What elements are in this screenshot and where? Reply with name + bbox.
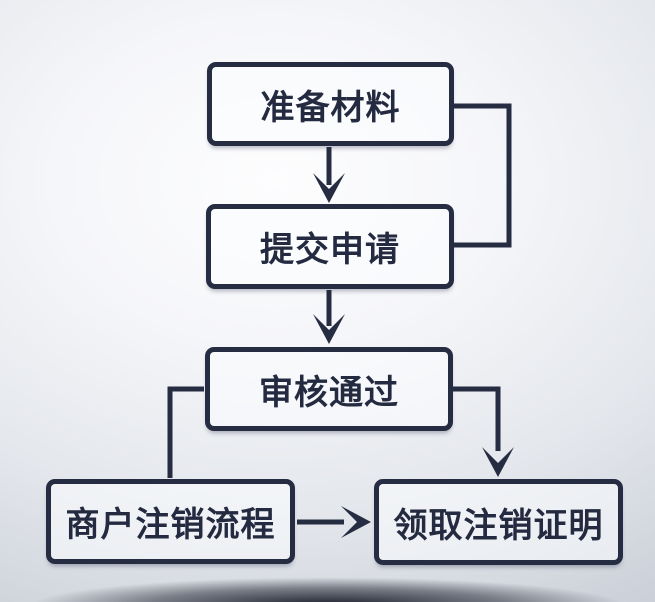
node-prepare-materials-label: 准备材料 xyxy=(260,88,401,127)
node-review-approved-label: 审核通过 xyxy=(259,373,399,412)
node-submit-application-label: 提交申请 xyxy=(260,231,400,269)
edge-process-to-review xyxy=(167,386,204,478)
node-receive-cancellation-certificate-label: 领取注销证明 xyxy=(393,506,604,545)
edge-review-to-certificate-shaft xyxy=(453,386,501,451)
node-merchant-cancellation-process: 商户注销流程 xyxy=(46,479,295,564)
node-prepare-materials: 准备材料 xyxy=(207,62,454,146)
edge-prepare-to-submit-arrowhead xyxy=(313,173,345,203)
node-review-approved: 审核通过 xyxy=(205,347,453,431)
node-receive-cancellation-certificate: 领取注销证明 xyxy=(374,479,623,565)
edge-bracket-right xyxy=(454,103,512,248)
floor-shadow xyxy=(0,570,655,602)
node-submit-application: 提交申请 xyxy=(206,204,454,289)
edge-review-to-certificate-arrowhead xyxy=(482,447,514,477)
edge-process-to-certificate-arrowhead xyxy=(341,506,371,538)
node-merchant-cancellation-process-label: 商户注销流程 xyxy=(65,506,276,544)
edge-submit-to-review-arrowhead xyxy=(313,314,345,344)
